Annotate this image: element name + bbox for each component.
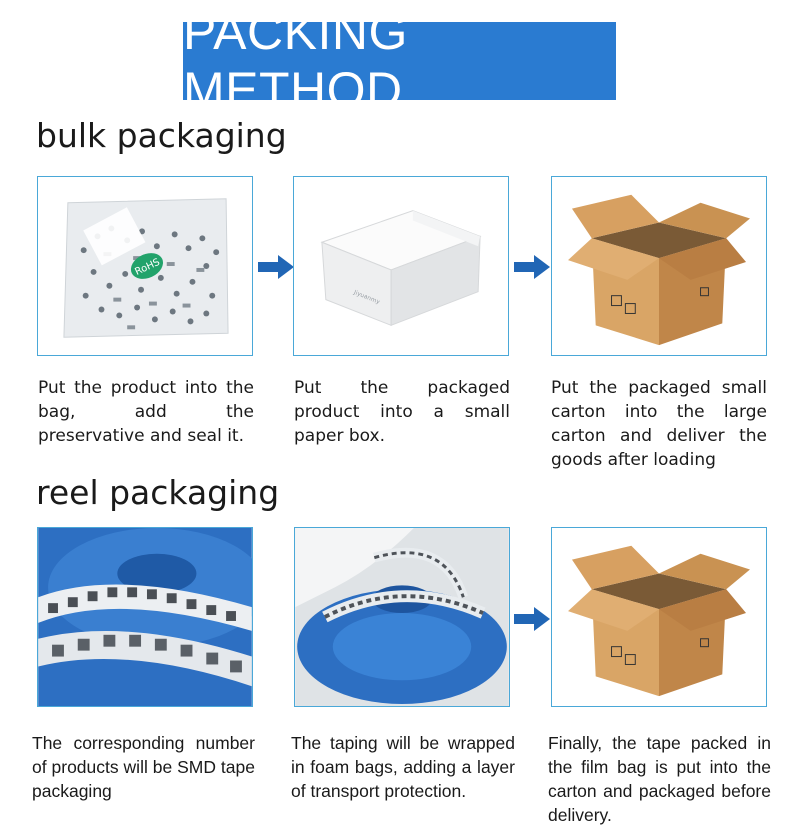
bulk-step-1-image: RoHS	[37, 176, 253, 356]
smd-reel-closeup-photo	[38, 528, 252, 706]
bulk-packaging-heading: bulk packaging	[36, 116, 287, 155]
reel-step-2-caption: The taping will be wrapped in foam bags,…	[291, 733, 515, 801]
bulk-step-1-caption: Put the product into the bag, add the pr…	[38, 378, 254, 446]
white-paper-box-photo: Jiyuanmy	[294, 177, 508, 355]
reel-step-3-caption: Finally, the tape packed in the film bag…	[548, 733, 771, 825]
bulk-step-3-image	[551, 176, 767, 356]
bulk-step-3-caption: Put the packaged small carton into the l…	[551, 378, 767, 470]
reel-step-1-image	[37, 527, 253, 707]
arrow-right-icon	[514, 607, 550, 631]
arrow-right-icon	[258, 255, 294, 279]
page-title: PACKING METHOD	[183, 4, 408, 118]
reel-step-2-image	[294, 527, 510, 707]
resistor-bag-photo: RoHS	[38, 177, 252, 355]
cardboard-carton-photo	[552, 177, 766, 355]
reel-step-1-caption: The corresponding number of products wil…	[32, 733, 255, 801]
reel-step-3-image	[551, 527, 767, 707]
arrow-right-icon	[514, 255, 550, 279]
reel-packaging-heading: reel packaging	[36, 473, 280, 512]
page-title-banner: PACKING METHOD	[183, 4, 616, 118]
cardboard-carton-photo	[552, 528, 766, 706]
bulk-step-2-image: Jiyuanmy	[293, 176, 509, 356]
bulk-step-2-caption: Put the packaged product into a small pa…	[294, 378, 510, 446]
smd-reel-bag-photo	[295, 528, 509, 706]
